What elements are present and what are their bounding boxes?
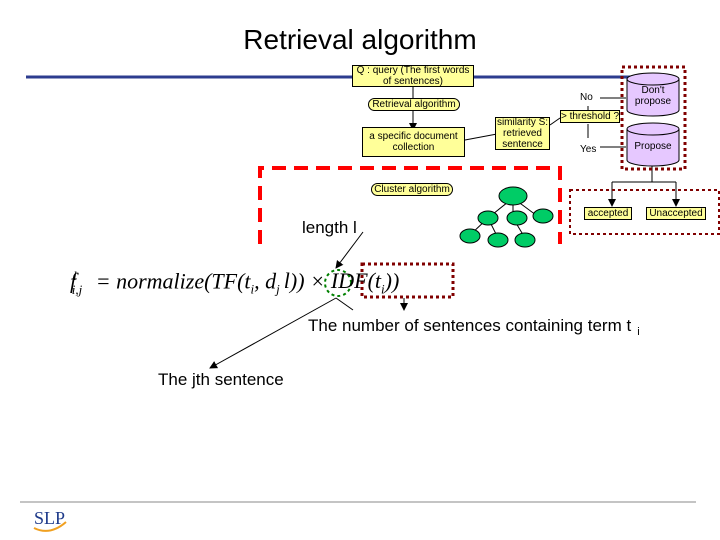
formula-sub-j: j <box>276 281 280 297</box>
sentences-note-text: The number of sentences containing term … <box>308 316 632 335</box>
propose-cylinder-icon <box>626 122 680 167</box>
dont-propose-label: Don't propose <box>634 85 672 107</box>
formula-l-part: l <box>283 268 290 294</box>
jth-sentence-label: The jth sentence <box>158 370 284 389</box>
length-highlight <box>324 269 352 297</box>
document-collection-box: a specific document collection <box>362 127 465 157</box>
formula-d-part: , d <box>254 268 277 294</box>
red-dashed-separator <box>258 166 562 244</box>
formula-lhs-sub: i,j <box>71 281 83 297</box>
formula-close: )) <box>289 268 311 294</box>
slp-logo-icon <box>33 521 67 532</box>
similarity-box: similarity S: retrieved sentence <box>495 117 550 150</box>
slide-title: Retrieval algorithm <box>243 24 477 55</box>
propose-frame <box>620 65 687 171</box>
formula-idf-close: )) <box>384 268 400 294</box>
query-box: Q : query (The first words of sentences) <box>352 65 474 87</box>
propose-label: Propose <box>634 141 672 152</box>
formula-lhs-sup: l <box>73 268 77 283</box>
formula-sub-i: i <box>250 281 255 297</box>
cluster-algorithm-pill: Cluster algorithm <box>371 183 453 196</box>
formula-idf-sub-i: i <box>381 281 385 297</box>
formula-idf: IDF(t <box>330 268 382 294</box>
formula-lhs: f <box>70 268 77 294</box>
length-label: length l <box>302 218 357 237</box>
sentences-note-sub: i <box>637 326 640 339</box>
cluster-tree-icon <box>459 186 554 248</box>
slp-logo: SLP <box>30 506 70 534</box>
slp-logo-text: SLP <box>34 508 66 528</box>
formula-times: × <box>310 268 325 294</box>
acceptance-frame <box>569 189 720 235</box>
unaccepted-box: Unaccepted <box>646 207 706 220</box>
yes-label: Yes <box>580 144 597 155</box>
formula-normalize-part: = normalize(TF(t <box>90 268 251 294</box>
threshold-box: > threshold ? <box>560 110 620 123</box>
accepted-box: accepted <box>584 207 632 220</box>
retrieval-algorithm-pill: Retrieval algorithm <box>368 98 460 111</box>
sentences-note: The number of sentences containing term … <box>308 316 640 338</box>
no-label: No <box>580 92 593 103</box>
idf-frame <box>360 262 455 299</box>
dont-propose-cylinder-icon <box>626 72 680 117</box>
